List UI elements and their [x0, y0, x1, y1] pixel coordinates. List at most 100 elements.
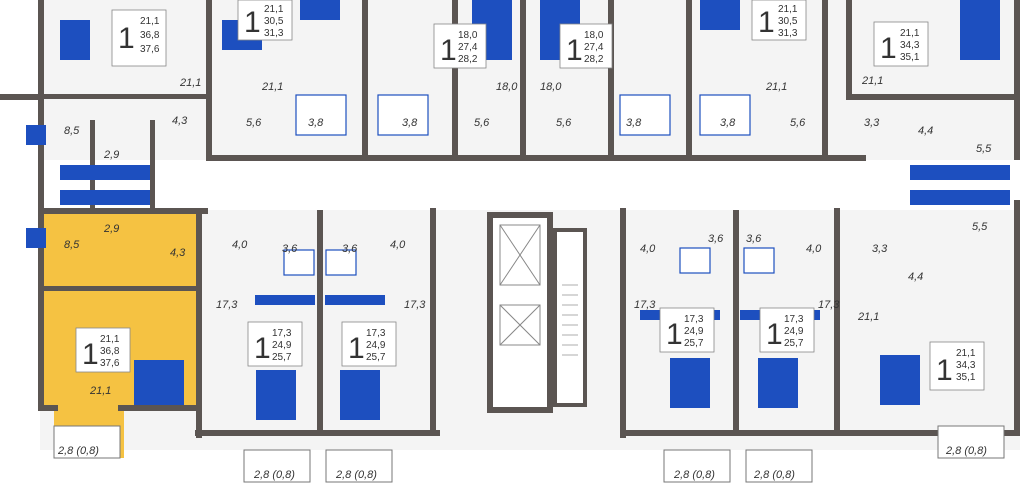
- living-area: 21,1: [778, 4, 798, 15]
- rooms-count: 1: [758, 6, 775, 39]
- full-area: 25,7: [272, 352, 292, 363]
- living-area: 21,1: [956, 348, 976, 359]
- room-area: 3,3: [864, 117, 880, 129]
- living-area: 21,1: [140, 16, 160, 27]
- rooms-count: 1: [440, 34, 457, 67]
- total-area: 24,9: [272, 340, 292, 351]
- living-area: 17,3: [684, 314, 704, 325]
- room-area: 3,8: [720, 117, 736, 129]
- total-area: 30,5: [264, 16, 284, 27]
- upper-units-floor: [40, 0, 1020, 160]
- apt-card-a5[interactable]: 1 21,1 30,5 31,3: [751, 0, 807, 41]
- apt-card-a2[interactable]: 1 21,1 30,5 31,3: [237, 0, 293, 41]
- rooms-count: 1: [880, 32, 897, 65]
- room-area: 3,6: [342, 243, 358, 255]
- full-area: 28,2: [584, 54, 604, 65]
- furniture: [26, 0, 1010, 420]
- apt-card-a12[interactable]: 1 21,1 34,3 35,1: [929, 341, 985, 391]
- apt-card-a4[interactable]: 1 18,0 27,4 28,2: [559, 23, 613, 69]
- living-area: 18,0: [458, 30, 478, 41]
- room-area: 18,0: [540, 81, 562, 93]
- total-area: 24,9: [784, 326, 804, 337]
- living-area: 17,3: [272, 328, 292, 339]
- balconies: [53, 425, 1005, 483]
- rooms-count: 1: [82, 338, 99, 371]
- total-area: 24,9: [366, 340, 386, 351]
- rooms-count: 1: [244, 6, 261, 39]
- room-area: 17,3: [634, 299, 656, 311]
- room-area: 5,6: [556, 117, 572, 129]
- living-area: 21,1: [900, 28, 920, 39]
- room-area: 21,1: [261, 81, 283, 93]
- full-area: 25,7: [684, 338, 704, 349]
- rooms-count: 1: [118, 22, 135, 55]
- room-area: 3,8: [402, 117, 418, 129]
- full-area: 35,1: [900, 52, 920, 63]
- room-area: 3,8: [308, 117, 324, 129]
- rooms-count: 1: [566, 34, 583, 67]
- room-area: 4,4: [918, 125, 933, 137]
- room-area: 17,3: [216, 299, 238, 311]
- total-area: 30,5: [778, 16, 798, 27]
- apt-card-a10[interactable]: 1 17,3 24,9 25,7: [659, 307, 715, 353]
- rooms-count: 1: [666, 318, 683, 351]
- apt-card-a6[interactable]: 1 21,1 34,3 35,1: [873, 21, 929, 67]
- balcony-area: 2,8 (0,8): [253, 469, 295, 481]
- living-area: 17,3: [366, 328, 386, 339]
- room-area: 21,1: [861, 75, 883, 87]
- corridor: [150, 160, 890, 210]
- living-area: 18,0: [584, 30, 604, 41]
- room-area: 4,3: [172, 115, 188, 127]
- room-area: 21,1: [89, 385, 111, 397]
- room-area: 3,6: [708, 233, 724, 245]
- rooms-count: 1: [254, 332, 271, 365]
- apt-card-a11[interactable]: 1 17,3 24,9 25,7: [759, 307, 815, 353]
- total-area: 27,4: [584, 42, 604, 53]
- balcony-area: 2,8 (0,8): [753, 469, 795, 481]
- balcony-area: 2,8 (0,8): [673, 469, 715, 481]
- room-area: 2,9: [103, 223, 119, 235]
- room-area: 5,5: [976, 143, 992, 155]
- room-area: 4,0: [640, 243, 656, 255]
- full-area: 31,3: [778, 28, 798, 39]
- rooms-count: 1: [936, 354, 953, 387]
- apt-card-a8[interactable]: 1 17,3 24,9 25,7: [247, 321, 303, 367]
- room-area: 4,4: [908, 271, 923, 283]
- stair-core: [487, 212, 587, 413]
- balcony-area: 2,8 (0,8): [335, 469, 377, 481]
- room-area: 5,6: [790, 117, 806, 129]
- room-area: 21,1: [179, 77, 201, 89]
- room-area: 17,3: [404, 299, 426, 311]
- room-area: 4,0: [390, 239, 406, 251]
- full-area: 31,3: [264, 28, 284, 39]
- room-area: 5,6: [246, 117, 262, 129]
- apt-card-a9[interactable]: 1 17,3 24,9 25,7: [341, 321, 397, 367]
- room-area: 3,6: [282, 243, 298, 255]
- room-area: 5,5: [972, 221, 988, 233]
- room-area: 21,1: [857, 311, 879, 323]
- living-area: 21,1: [100, 334, 120, 345]
- full-area: 37,6: [100, 358, 120, 369]
- walls: [0, 0, 1020, 438]
- room-area: 8,5: [64, 239, 80, 251]
- apt-card-a3[interactable]: 1 18,0 27,4 28,2: [433, 23, 487, 69]
- living-area: 17,3: [784, 314, 804, 325]
- room-area: 21,1: [765, 81, 787, 93]
- room-area: 4,3: [170, 247, 186, 259]
- balcony-labels: 2,8 (0,8) 2,8 (0,8) 2,8 (0,8) 2,8 (0,8) …: [57, 445, 987, 481]
- total-area: 36,8: [100, 346, 120, 357]
- balcony-area: 2,8 (0,8): [57, 445, 99, 457]
- rooms-count: 1: [766, 318, 783, 351]
- rooms-count: 1: [348, 332, 365, 365]
- room-area: 4,0: [232, 239, 248, 251]
- apt-card-a7[interactable]: 1 21,1 36,8 37,6: [75, 327, 131, 373]
- full-area: 35,1: [956, 372, 976, 383]
- room-area: 3,8: [626, 117, 642, 129]
- total-area: 27,4: [458, 42, 478, 53]
- full-area: 37,6: [140, 44, 160, 55]
- room-area: 2,9: [103, 149, 119, 161]
- total-area: 34,3: [956, 360, 976, 371]
- apt-card-a1[interactable]: 1 21,1 36,8 37,6: [111, 9, 167, 67]
- room-area: 4,0: [806, 243, 822, 255]
- room-area: 8,5: [64, 125, 80, 137]
